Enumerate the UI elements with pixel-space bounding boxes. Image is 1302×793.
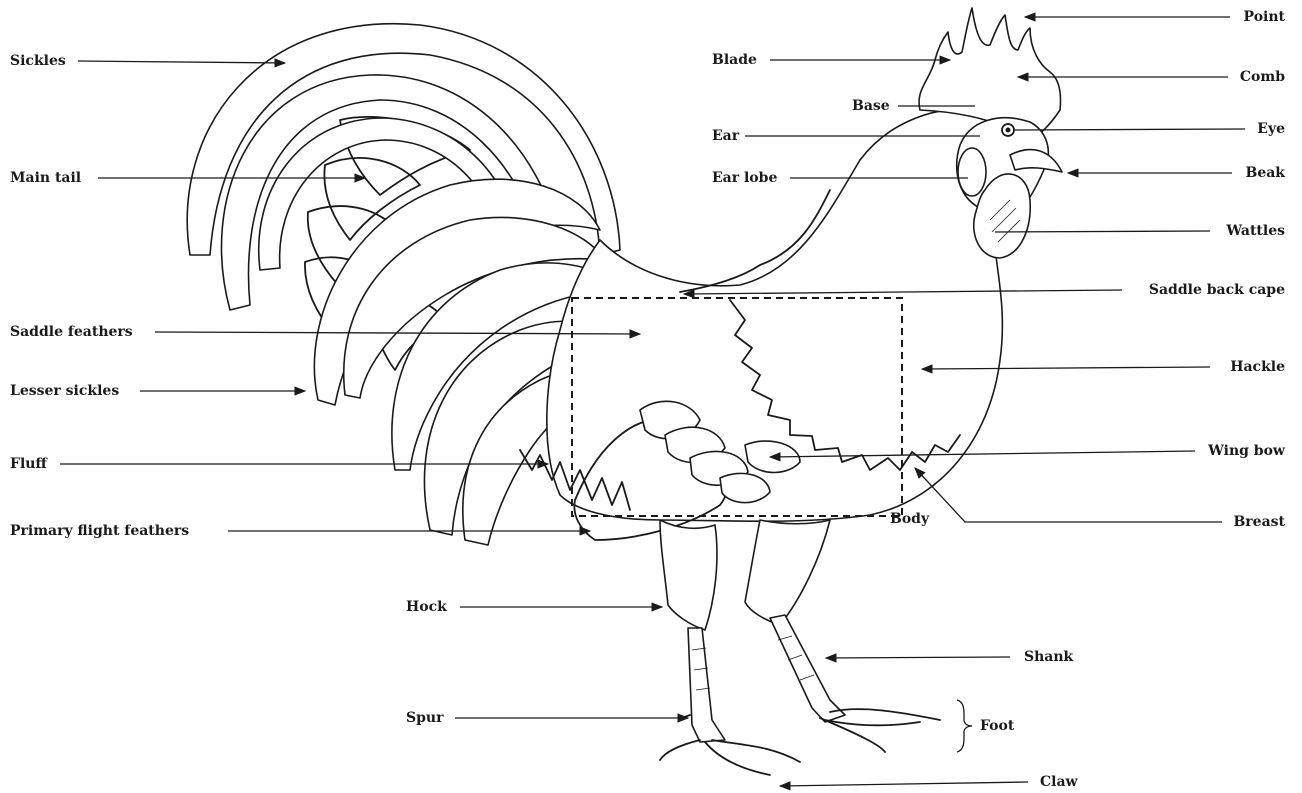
svg-text:Blade: Blade [712, 52, 757, 68]
svg-text:Primary flight feathers: Primary flight feathers [10, 523, 189, 539]
label-primary-flight-feathers: Primary flight feathers [10, 523, 590, 539]
svg-text:Lesser sickles: Lesser sickles [10, 383, 119, 399]
label-foot: Foot [957, 700, 1015, 752]
label-hock: Hock [406, 599, 662, 615]
svg-text:Body: Body [890, 511, 930, 527]
svg-text:Comb: Comb [1240, 69, 1285, 85]
svg-text:Spur: Spur [406, 710, 444, 726]
label-blade: Blade [712, 52, 950, 68]
svg-text:Breast: Breast [1233, 514, 1285, 530]
svg-text:Beak: Beak [1245, 165, 1285, 181]
svg-text:Hackle: Hackle [1230, 359, 1285, 375]
label-point: Point [1025, 9, 1286, 25]
beak-shape [1010, 150, 1062, 172]
label-lesser-sickles: Lesser sickles [10, 383, 305, 399]
label-breast: Breast [915, 468, 1286, 530]
svg-text:Fluff: Fluff [10, 456, 48, 472]
rooster-legs [660, 520, 940, 775]
ear-lobe-shape [958, 148, 986, 196]
svg-text:Saddle back cape: Saddle back cape [1149, 282, 1285, 298]
label-shank: Shank [826, 649, 1074, 665]
svg-text:Saddle feathers: Saddle feathers [10, 324, 133, 340]
label-body: Body [890, 511, 930, 527]
svg-text:Eye: Eye [1257, 121, 1285, 137]
foot-brace [957, 700, 972, 752]
svg-text:Base: Base [852, 98, 890, 114]
svg-text:Wing bow: Wing bow [1207, 443, 1286, 459]
svg-text:Wattles: Wattles [1225, 223, 1285, 239]
rooster-illustration [187, 8, 1062, 775]
svg-text:Hock: Hock [406, 599, 447, 615]
label-claw: Claw [780, 774, 1079, 790]
label-eye: Eye [1015, 121, 1285, 137]
svg-text:Main tail: Main tail [10, 170, 81, 186]
svg-text:Claw: Claw [1040, 774, 1079, 790]
svg-text:Sickles: Sickles [10, 53, 66, 69]
svg-text:Ear: Ear [712, 128, 740, 144]
label-beak: Beak [1068, 165, 1285, 181]
label-spur: Spur [406, 710, 688, 726]
svg-text:Foot: Foot [980, 718, 1015, 734]
label-wattles: Wattles [995, 223, 1285, 239]
svg-text:Ear lobe: Ear lobe [712, 170, 777, 186]
svg-text:Shank: Shank [1024, 649, 1074, 665]
label-sickles: Sickles [10, 53, 285, 69]
svg-text:Point: Point [1244, 9, 1286, 25]
